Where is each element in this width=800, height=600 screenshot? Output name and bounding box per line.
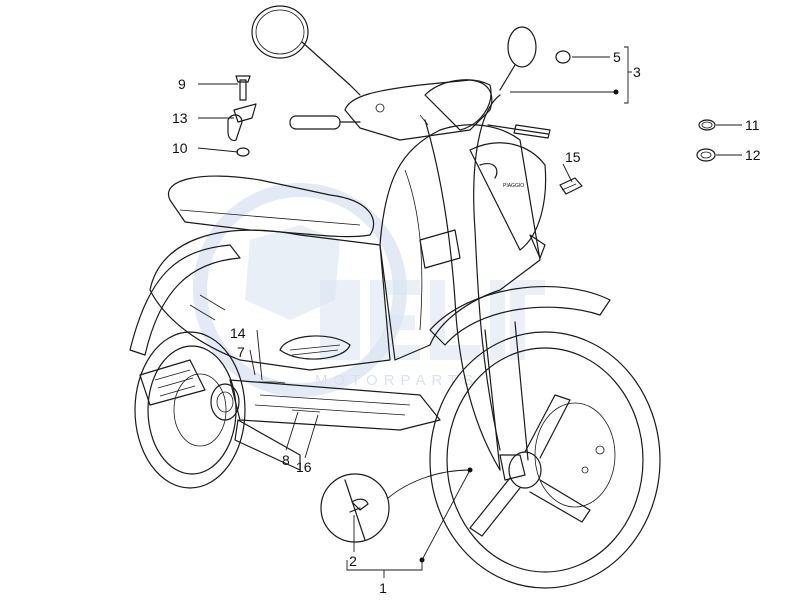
callout-1: 1 [379, 580, 387, 596]
clip-5 [555, 50, 571, 64]
callout-7: 7 [237, 344, 245, 360]
watermark-logo: MOTORPARTS [193, 183, 545, 397]
clamp-15 [559, 177, 583, 195]
callout-12: 12 [745, 147, 761, 163]
callout-16: 16 [296, 459, 312, 475]
callout-3: 3 [633, 64, 641, 80]
nameplate-text: PIAGGIO [503, 183, 524, 189]
left-mirror [251, 5, 361, 96]
callout-2: 2 [349, 553, 357, 569]
bolt-assembly [227, 75, 257, 157]
front-wheel [429, 331, 661, 589]
callout-11: 11 [745, 117, 760, 133]
callout-8: 8 [282, 452, 290, 468]
callout-9: 9 [178, 76, 186, 92]
callout-14: 14 [230, 325, 246, 341]
svg-text:MOTORPARTS: MOTORPARTS [315, 372, 479, 389]
callout-15: 15 [565, 149, 581, 165]
ring-11 [698, 119, 716, 131]
ring-12 [696, 148, 716, 162]
callout-13: 13 [172, 110, 188, 126]
callout-5: 5 [613, 49, 621, 65]
detail-inset [320, 469, 471, 543]
scooter-drawing: PIAGGIO [129, 5, 661, 589]
leader-lines [197, 46, 742, 578]
rear-wheel [134, 331, 246, 489]
callout-10: 10 [172, 140, 188, 156]
right-mirror [499, 26, 537, 91]
